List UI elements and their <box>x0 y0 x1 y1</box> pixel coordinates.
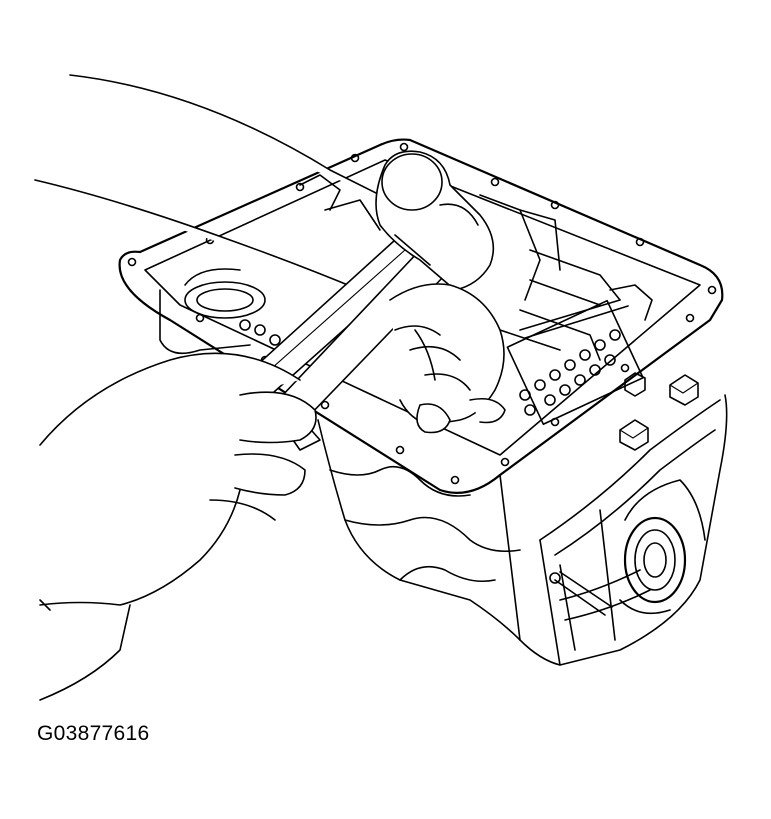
extension-housing <box>619 479 706 615</box>
right-hand <box>389 283 506 434</box>
upper-arm <box>34 74 391 291</box>
side-shaft <box>549 571 613 616</box>
case-bolts <box>619 372 699 451</box>
figure-id-label: G03877616 <box>37 722 150 745</box>
left-hand <box>39 352 317 701</box>
transmission-case <box>159 289 728 666</box>
valve-body <box>184 174 653 426</box>
